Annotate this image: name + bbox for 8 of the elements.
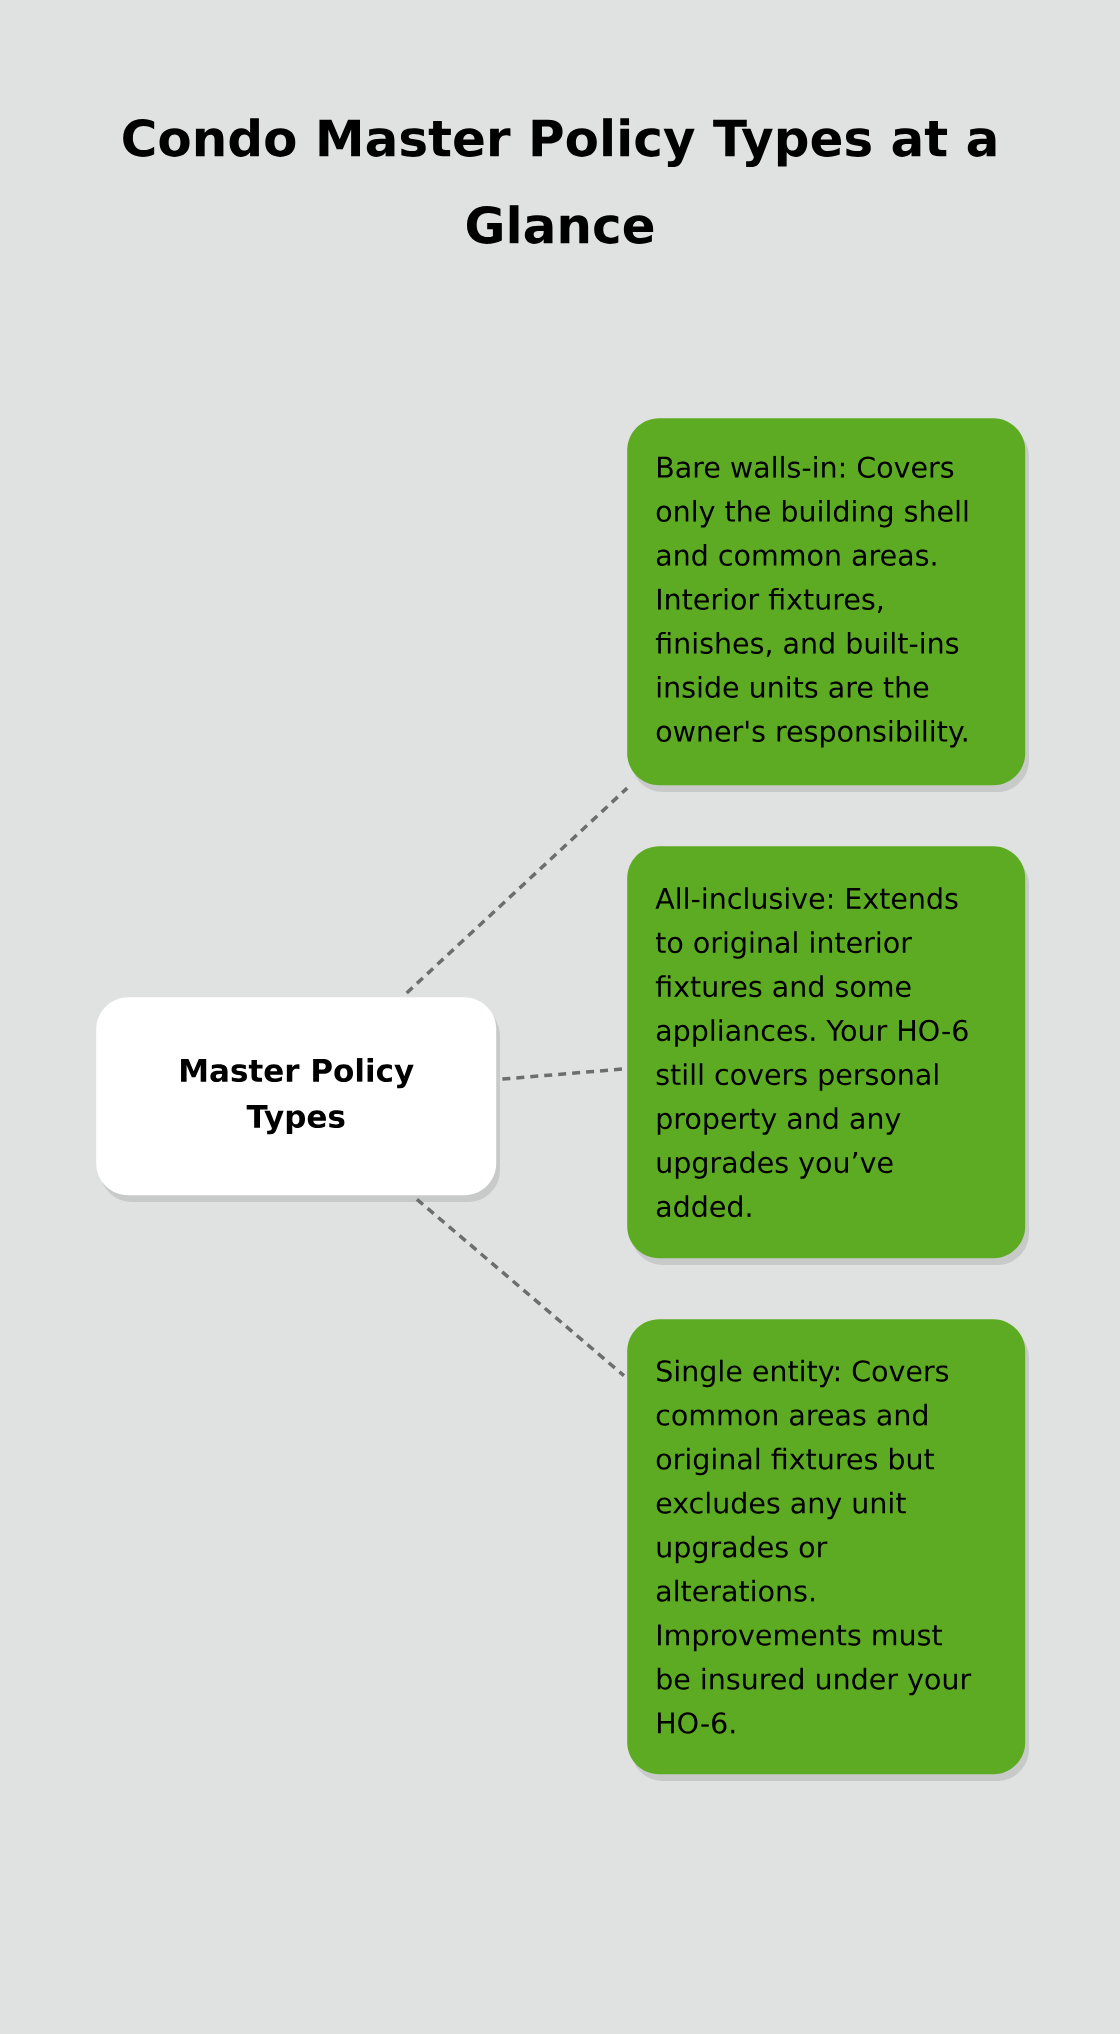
title: Condo Master Policy Types at a Glance bbox=[123, 118, 996, 244]
description-box: Bare walls-in: Covers only the building shell and common areas. Interior fixtures, finishes, and built-ins inside units are the owner's responsibility. bbox=[627, 418, 1029, 792]
description-box: Single entity: Covers common areas and original fixtures but excludes any unit upgrades or alterations. Improvements must be insured under your HO-6. bbox=[627, 1319, 1029, 1781]
connector-line bbox=[502, 1067, 624, 1081]
connector-line bbox=[415, 1197, 626, 1378]
description-box: All-inclusive: Extends to original interior fixtures and some appliances. Your HO-6 still covers personal property and any upgrades you’ve added. bbox=[627, 846, 1029, 1265]
connector-line bbox=[405, 786, 629, 995]
topic-box: Master Policy Types bbox=[96, 997, 500, 1202]
